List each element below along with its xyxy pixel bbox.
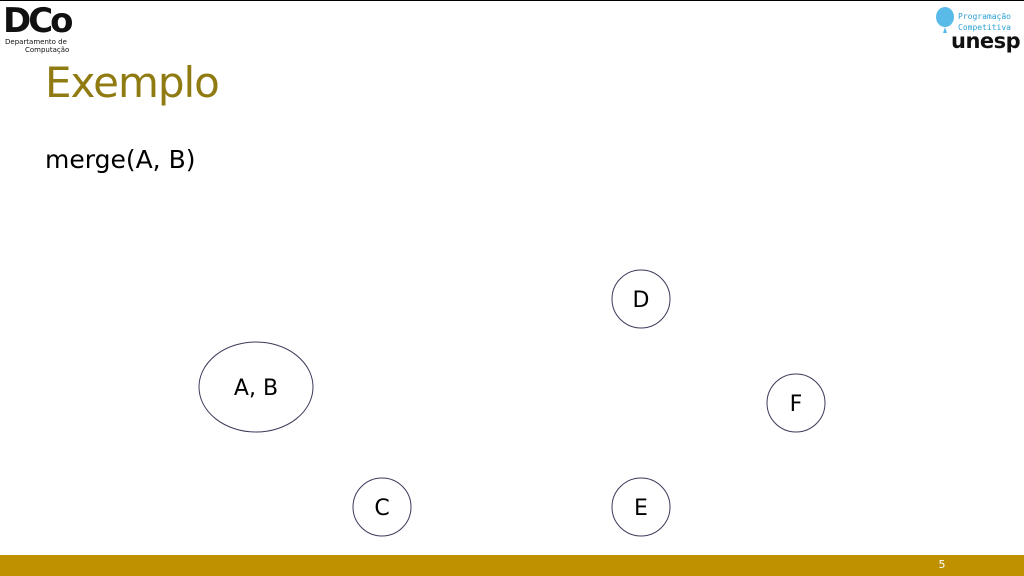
node-ab-shape — [198, 341, 314, 433]
top-border-line — [0, 0, 1024, 1]
unesp-logo-line2: Competitiva — [958, 23, 1011, 32]
node-f-label: F — [790, 392, 803, 417]
dco-logo-mark: DCo — [3, 1, 74, 41]
node-c: C — [352, 477, 412, 537]
node-f-shape — [766, 373, 826, 433]
slide-title: Exemplo — [45, 58, 220, 107]
node-ab: A, B — [198, 341, 314, 433]
node-e-shape — [611, 477, 671, 537]
unesp-logo-line1: Programação — [958, 12, 1011, 21]
node-d: D — [611, 269, 671, 329]
footer-bar: 5 — [0, 555, 1024, 576]
unesp-logo: Programação Competitiva unesp — [934, 5, 1021, 55]
node-ab-label: A, B — [234, 376, 278, 401]
node-d-shape — [611, 269, 671, 329]
unesp-logo-word: unesp — [951, 29, 1021, 53]
node-d-label: D — [633, 288, 650, 313]
dco-logo: DCo Departamento de Computação — [3, 4, 75, 54]
node-f: F — [766, 373, 826, 433]
dco-logo-line2: Computação — [25, 46, 70, 54]
node-e: E — [611, 477, 671, 537]
balloon-icon — [936, 7, 954, 33]
node-c-shape — [352, 477, 412, 537]
slide-body-text: merge(A, B) — [45, 145, 196, 174]
node-c-label: C — [374, 496, 389, 521]
page-number: 5 — [938, 558, 946, 571]
dco-logo-line1: Departamento de — [5, 38, 67, 46]
node-e-label: E — [634, 496, 648, 521]
